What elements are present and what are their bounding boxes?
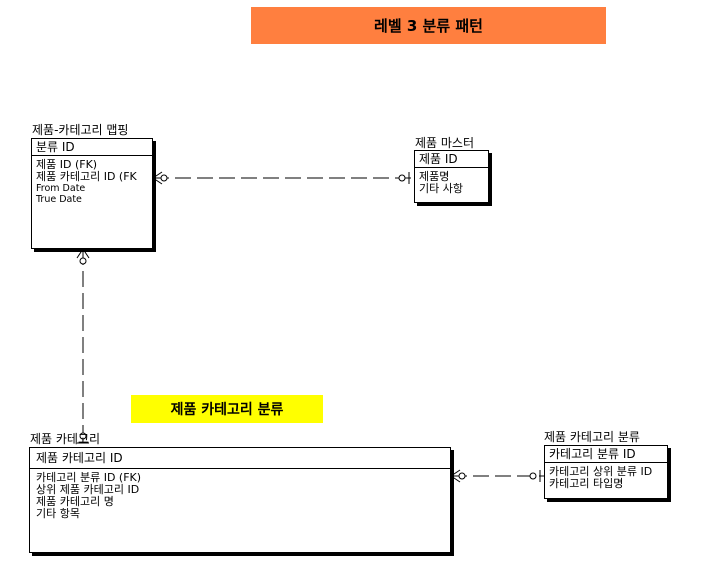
- relationship-mapping-product: [152, 171, 413, 185]
- entity-attribute: 카테고리 분류 ID (FK): [36, 471, 142, 484]
- entity-attributes: 제품 ID (FK) 제품 카테고리 ID (FK From Date True…: [32, 156, 152, 208]
- entity-attribute: From Date: [36, 183, 86, 194]
- optional-circle-mark: [79, 257, 87, 265]
- entity-attribute: 제품 카테고리 ID (FK: [36, 170, 137, 183]
- entity-attributes: 제품명 기타 사항: [415, 168, 488, 198]
- entity-attributes: 카테고리 분류 ID (FK) 상위 제품 카테고리 ID 제품 카테고리 명 …: [30, 469, 450, 523]
- entity-attribute: 상위 제품 카테고리 ID: [36, 483, 140, 496]
- entity-pk: 제품 카테고리 ID: [30, 448, 450, 469]
- entity-attribute: 카테고리 타입명: [549, 477, 624, 490]
- entity-pk: 카테고리 분류 ID: [545, 446, 667, 463]
- diagram-title: 레벨 3 분류 패턴: [251, 7, 606, 44]
- entity-attribute: 기타 항목: [36, 507, 80, 520]
- diagram-subtitle: 제품 카테고리 분류: [131, 395, 323, 423]
- entity-attribute: 카테고리 상위 분류 ID: [549, 465, 653, 478]
- entity-title-mapping: 제품-카테고리 맵핑: [32, 123, 129, 137]
- entity-attributes: 카테고리 상위 분류 ID 카테고리 타입명: [545, 463, 667, 493]
- entity-attribute: True Date: [36, 194, 82, 205]
- entity-mapping[interactable]: 분류 ID 제품 ID (FK) 제품 카테고리 ID (FK From Dat…: [31, 138, 153, 249]
- entity-pk: 분류 ID: [32, 139, 152, 156]
- entity-category[interactable]: 제품 카테고리 ID 카테고리 분류 ID (FK) 상위 제품 카테고리 ID…: [29, 447, 451, 553]
- entity-pk: 제품 ID: [415, 151, 488, 168]
- entity-attribute: 제품 ID (FK): [36, 158, 98, 171]
- entity-title-category: 제품 카테고리: [30, 432, 101, 446]
- crows-foot-mark: [76, 248, 84, 259]
- entity-attribute: 제품 카테고리 명: [36, 495, 114, 508]
- optional-circle-mark: [529, 472, 537, 480]
- optional-circle-mark: [398, 174, 406, 182]
- entity-attribute: 기타 사항: [419, 182, 463, 195]
- relationship-mapping-category: [76, 248, 90, 448]
- entity-attribute: 제품명: [419, 170, 450, 183]
- entity-category-class[interactable]: 카테고리 분류 ID 카테고리 상위 분류 ID 카테고리 타입명: [544, 445, 668, 499]
- entity-title-category-class: 제품 카테고리 분류: [544, 430, 640, 444]
- entity-product-master[interactable]: 제품 ID 제품명 기타 사항: [414, 150, 489, 203]
- crows-foot-mark: [450, 469, 461, 477]
- optional-circle-mark: [79, 432, 87, 440]
- optional-circle-mark: [160, 174, 168, 182]
- optional-circle-mark: [458, 472, 466, 480]
- crows-foot-mark: [152, 171, 163, 179]
- entity-title-product-master: 제품 마스터: [415, 136, 475, 150]
- relationship-category-class: [450, 469, 545, 483]
